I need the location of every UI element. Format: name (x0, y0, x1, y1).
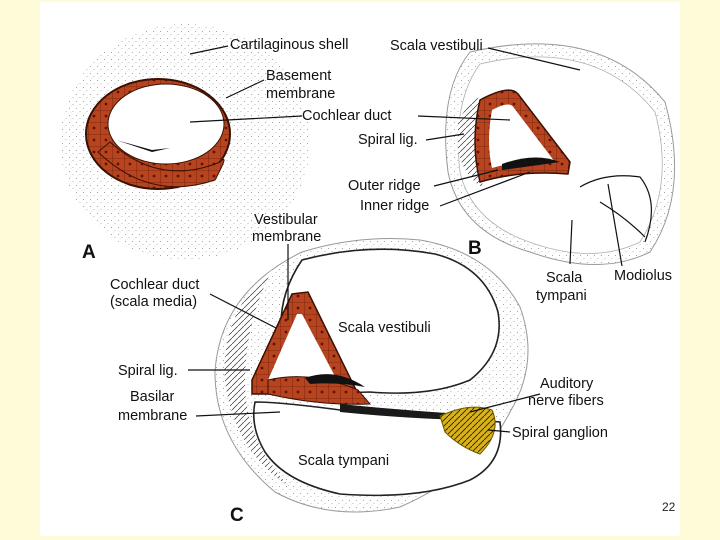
spiral-ganglion-c (439, 406, 496, 455)
cochlear-duct-lumen-a (107, 83, 225, 165)
label-scala-tympani-c: Scala tympani (298, 453, 389, 469)
cochlea-diagram: Cartilaginous shell Basement membrane Co… (60, 24, 676, 526)
label-spiral-lig-b: Spiral lig. (358, 132, 418, 148)
label-spiral-ganglion: Spiral ganglion (512, 425, 608, 441)
label-cochlear-duct-a: Cochlear duct (302, 108, 391, 124)
modiolus-outline-b (579, 175, 653, 243)
panel-letter-b: B (468, 238, 482, 259)
label-auditory-nerve-1: Auditory (540, 376, 594, 392)
labels: Cartilaginous shell Basement membrane Co… (82, 37, 676, 526)
label-auditory-nerve-2: nerve fibers (528, 393, 604, 409)
label-vestibular-membrane-2: membrane (252, 229, 321, 245)
label-inner-ridge: Inner ridge (360, 198, 429, 214)
tectorial-b (502, 157, 560, 170)
scala-media-lumen-c (268, 314, 338, 382)
tectorial-c (305, 374, 365, 387)
label-basement-membrane-1: Basement (266, 68, 331, 84)
page-number: 22 (662, 500, 676, 514)
label-modiolus: Modiolus (614, 268, 672, 284)
spiral-ligament-c (224, 270, 290, 487)
label-scala-vestibuli-b: Scala vestibuli (390, 38, 483, 54)
label-outer-ridge: Outer ridge (348, 178, 421, 194)
label-cartilaginous-shell: Cartilaginous shell (230, 37, 348, 53)
label-cochlear-duct-c-1: Cochlear duct (110, 277, 199, 293)
label-basilar-membrane-1: Basilar (130, 389, 174, 405)
label-spiral-lig-c: Spiral lig. (118, 363, 178, 379)
panel-letter-a: A (82, 242, 96, 263)
label-scala-vestibuli-c: Scala vestibuli (338, 320, 431, 336)
thickened-epithelium-a (97, 141, 225, 188)
label-basilar-membrane-2: membrane (118, 408, 187, 424)
panel-c (214, 238, 529, 513)
organ-of-corti-c (267, 376, 372, 405)
label-basement-membrane-2: membrane (266, 86, 335, 102)
panel-b (445, 43, 676, 265)
label-scala-tympani-b-2: tympani (536, 288, 587, 304)
label-scala-tympani-b-1: Scala (546, 270, 583, 286)
panel-a (60, 24, 310, 260)
slide-canvas: Cartilaginous shell Basement membrane Co… (40, 2, 680, 536)
panel-letter-c: C (230, 505, 244, 526)
scala-tympani-c (252, 401, 502, 497)
label-vestibular-membrane-1: Vestibular (254, 212, 318, 228)
leader-lines (188, 45, 623, 433)
label-cochlear-duct-c-2: (scala media) (110, 294, 197, 310)
